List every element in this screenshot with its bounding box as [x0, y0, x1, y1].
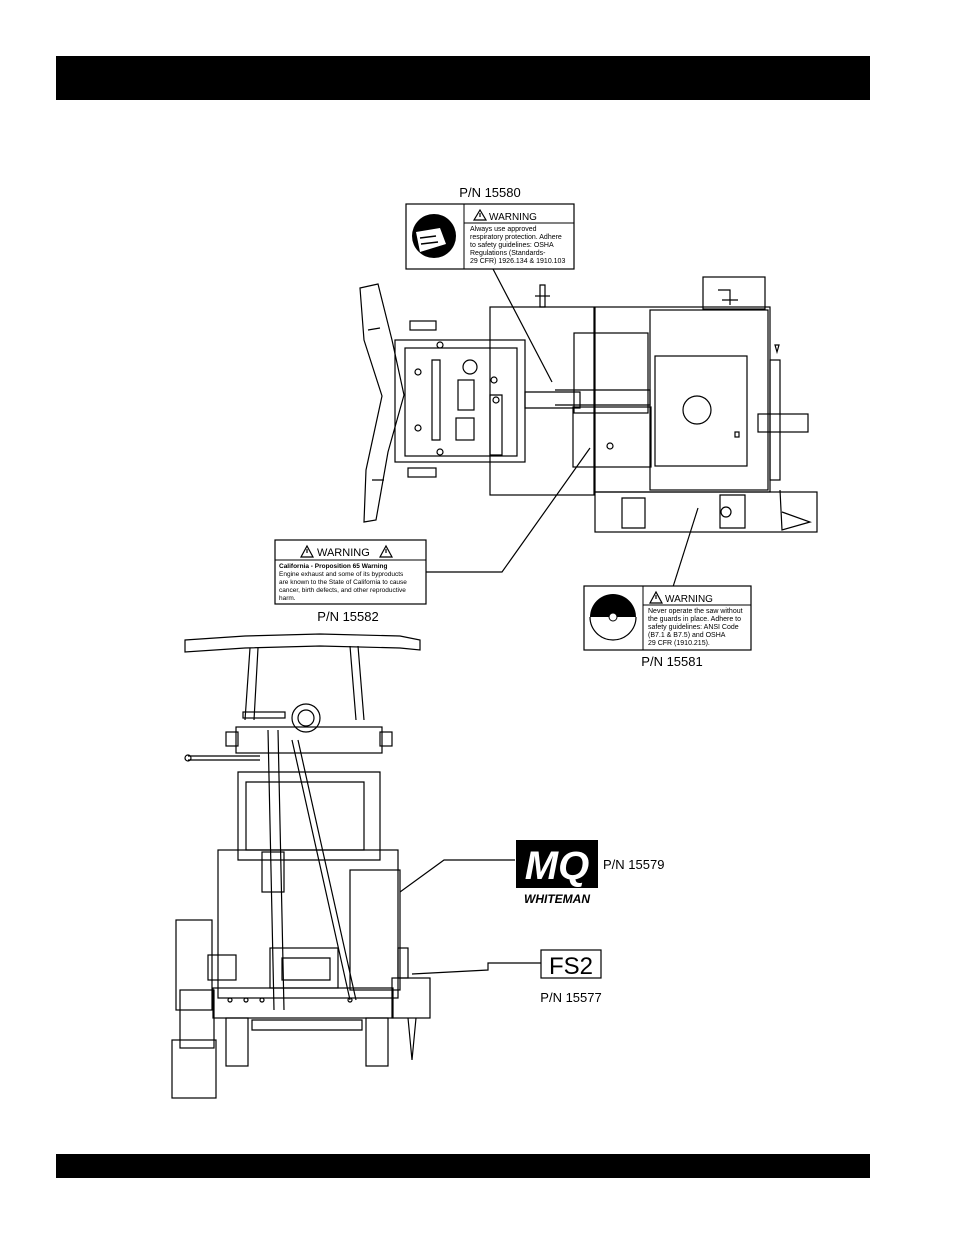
guards-text-2: the guards in place. Adhere to	[648, 616, 741, 623]
brand-name: WHITEMAN	[524, 892, 590, 906]
logo-part-number: P/N 15579	[603, 857, 664, 872]
decal-guards: WARNING Never operate the saw without th…	[583, 585, 752, 669]
warning-triangle-left-icon	[299, 544, 315, 558]
saw-front-view	[171, 633, 431, 1099]
warning-triangle-right-icon	[378, 544, 394, 558]
respirator-text-2: respiratory protection. Adhere	[470, 234, 562, 241]
prop65-text-4: cancer, birth defects, and other reprodu…	[279, 587, 406, 594]
prop65-text-3: are known to the State of California to …	[279, 579, 407, 586]
respirator-text-3: to safety guidelines: OSHA	[470, 242, 554, 249]
guards-text-4: (B7.1 & B7.5) and OSHA	[648, 632, 726, 639]
saw-blade-icon	[589, 594, 637, 641]
prop65-part-number: P/N 15582	[317, 609, 378, 624]
guards-text-5: 29 CFR (1910.215).	[648, 640, 710, 647]
warning-triangle-icon	[648, 590, 664, 604]
prop65-text-2: Engine exhaust and some of its byproduct…	[279, 571, 404, 578]
model-name: FS2	[549, 953, 593, 980]
respirator-mask-icon	[412, 214, 456, 258]
respirator-heading: WARNING	[489, 212, 537, 223]
decal-respirator: P/N 15580 WARNING Always use approved re…	[405, 185, 575, 270]
decal-logo: MQ WHITEMAN P/N 15579	[516, 840, 664, 906]
guards-text-3: safety guidelines: ANSI Code	[648, 624, 739, 631]
brand-mark: MQ	[525, 844, 589, 888]
guards-heading: WARNING	[665, 594, 713, 605]
prop65-text-1: California - Proposition 65 Warning	[279, 563, 387, 570]
header-bar	[56, 56, 870, 100]
leader-lines	[399, 268, 699, 975]
model-part-number: P/N 15577	[540, 990, 601, 1005]
warning-triangle-icon	[472, 208, 488, 221]
respirator-text-5: 29 CFR) 1926.134 & 1910.103	[470, 258, 565, 265]
decal-model: FS2 P/N 15577	[540, 949, 602, 1005]
guards-text-1: Never operate the saw without	[648, 608, 743, 615]
prop65-heading: WARNING	[317, 547, 370, 559]
respirator-part-number: P/N 15580	[459, 185, 520, 200]
prop65-text-5: harm.	[279, 595, 296, 602]
saw-top-view	[359, 276, 818, 533]
decal-prop65: WARNING California - Proposition 65 Warn…	[274, 539, 427, 624]
guards-part-number: P/N 15581	[641, 654, 702, 669]
footer-bar	[56, 1154, 870, 1178]
respirator-text-1: Always use approved	[470, 226, 537, 233]
respirator-text-4: Regulations (Standards-	[470, 250, 546, 257]
